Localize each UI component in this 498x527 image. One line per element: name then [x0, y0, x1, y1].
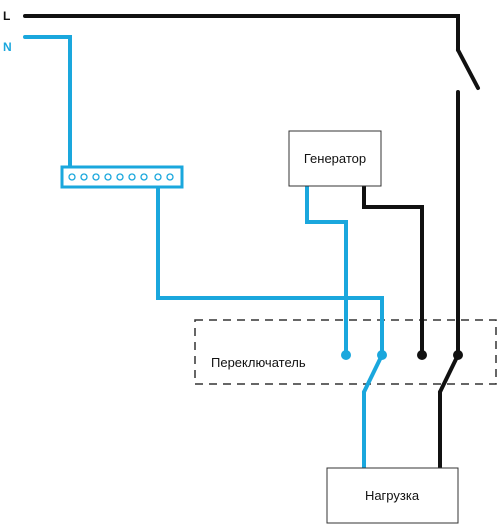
contact-neutral-grid	[377, 350, 387, 360]
neutral-bus-to-switch	[156, 175, 384, 357]
neutral-bus-bar	[60, 165, 184, 189]
generator-box	[288, 130, 382, 187]
phase-line-L	[23, 14, 460, 52]
phase-wires	[23, 14, 480, 470]
contact-neutral-generator	[341, 350, 351, 360]
phase-generator-to-switch	[362, 183, 424, 357]
switch-blade-neutral	[362, 353, 384, 394]
load-box	[326, 467, 459, 524]
breaker-blade	[456, 48, 480, 90]
switch-blade-phase	[438, 353, 460, 394]
neutral-wires	[23, 35, 384, 470]
neutral-generator-to-switch	[305, 184, 348, 357]
neutral-line-N	[23, 35, 72, 177]
switch-label: Переключатель	[211, 355, 306, 370]
load-label: Нагрузка	[365, 488, 420, 503]
bus-bar-terminals	[68, 173, 174, 181]
generator-label: Генератор	[304, 151, 366, 166]
contact-phase-generator	[417, 350, 427, 360]
contact-phase-grid	[453, 350, 463, 360]
label-L: L	[3, 9, 10, 23]
switch-contacts	[341, 350, 463, 360]
label-N: N	[3, 40, 12, 54]
